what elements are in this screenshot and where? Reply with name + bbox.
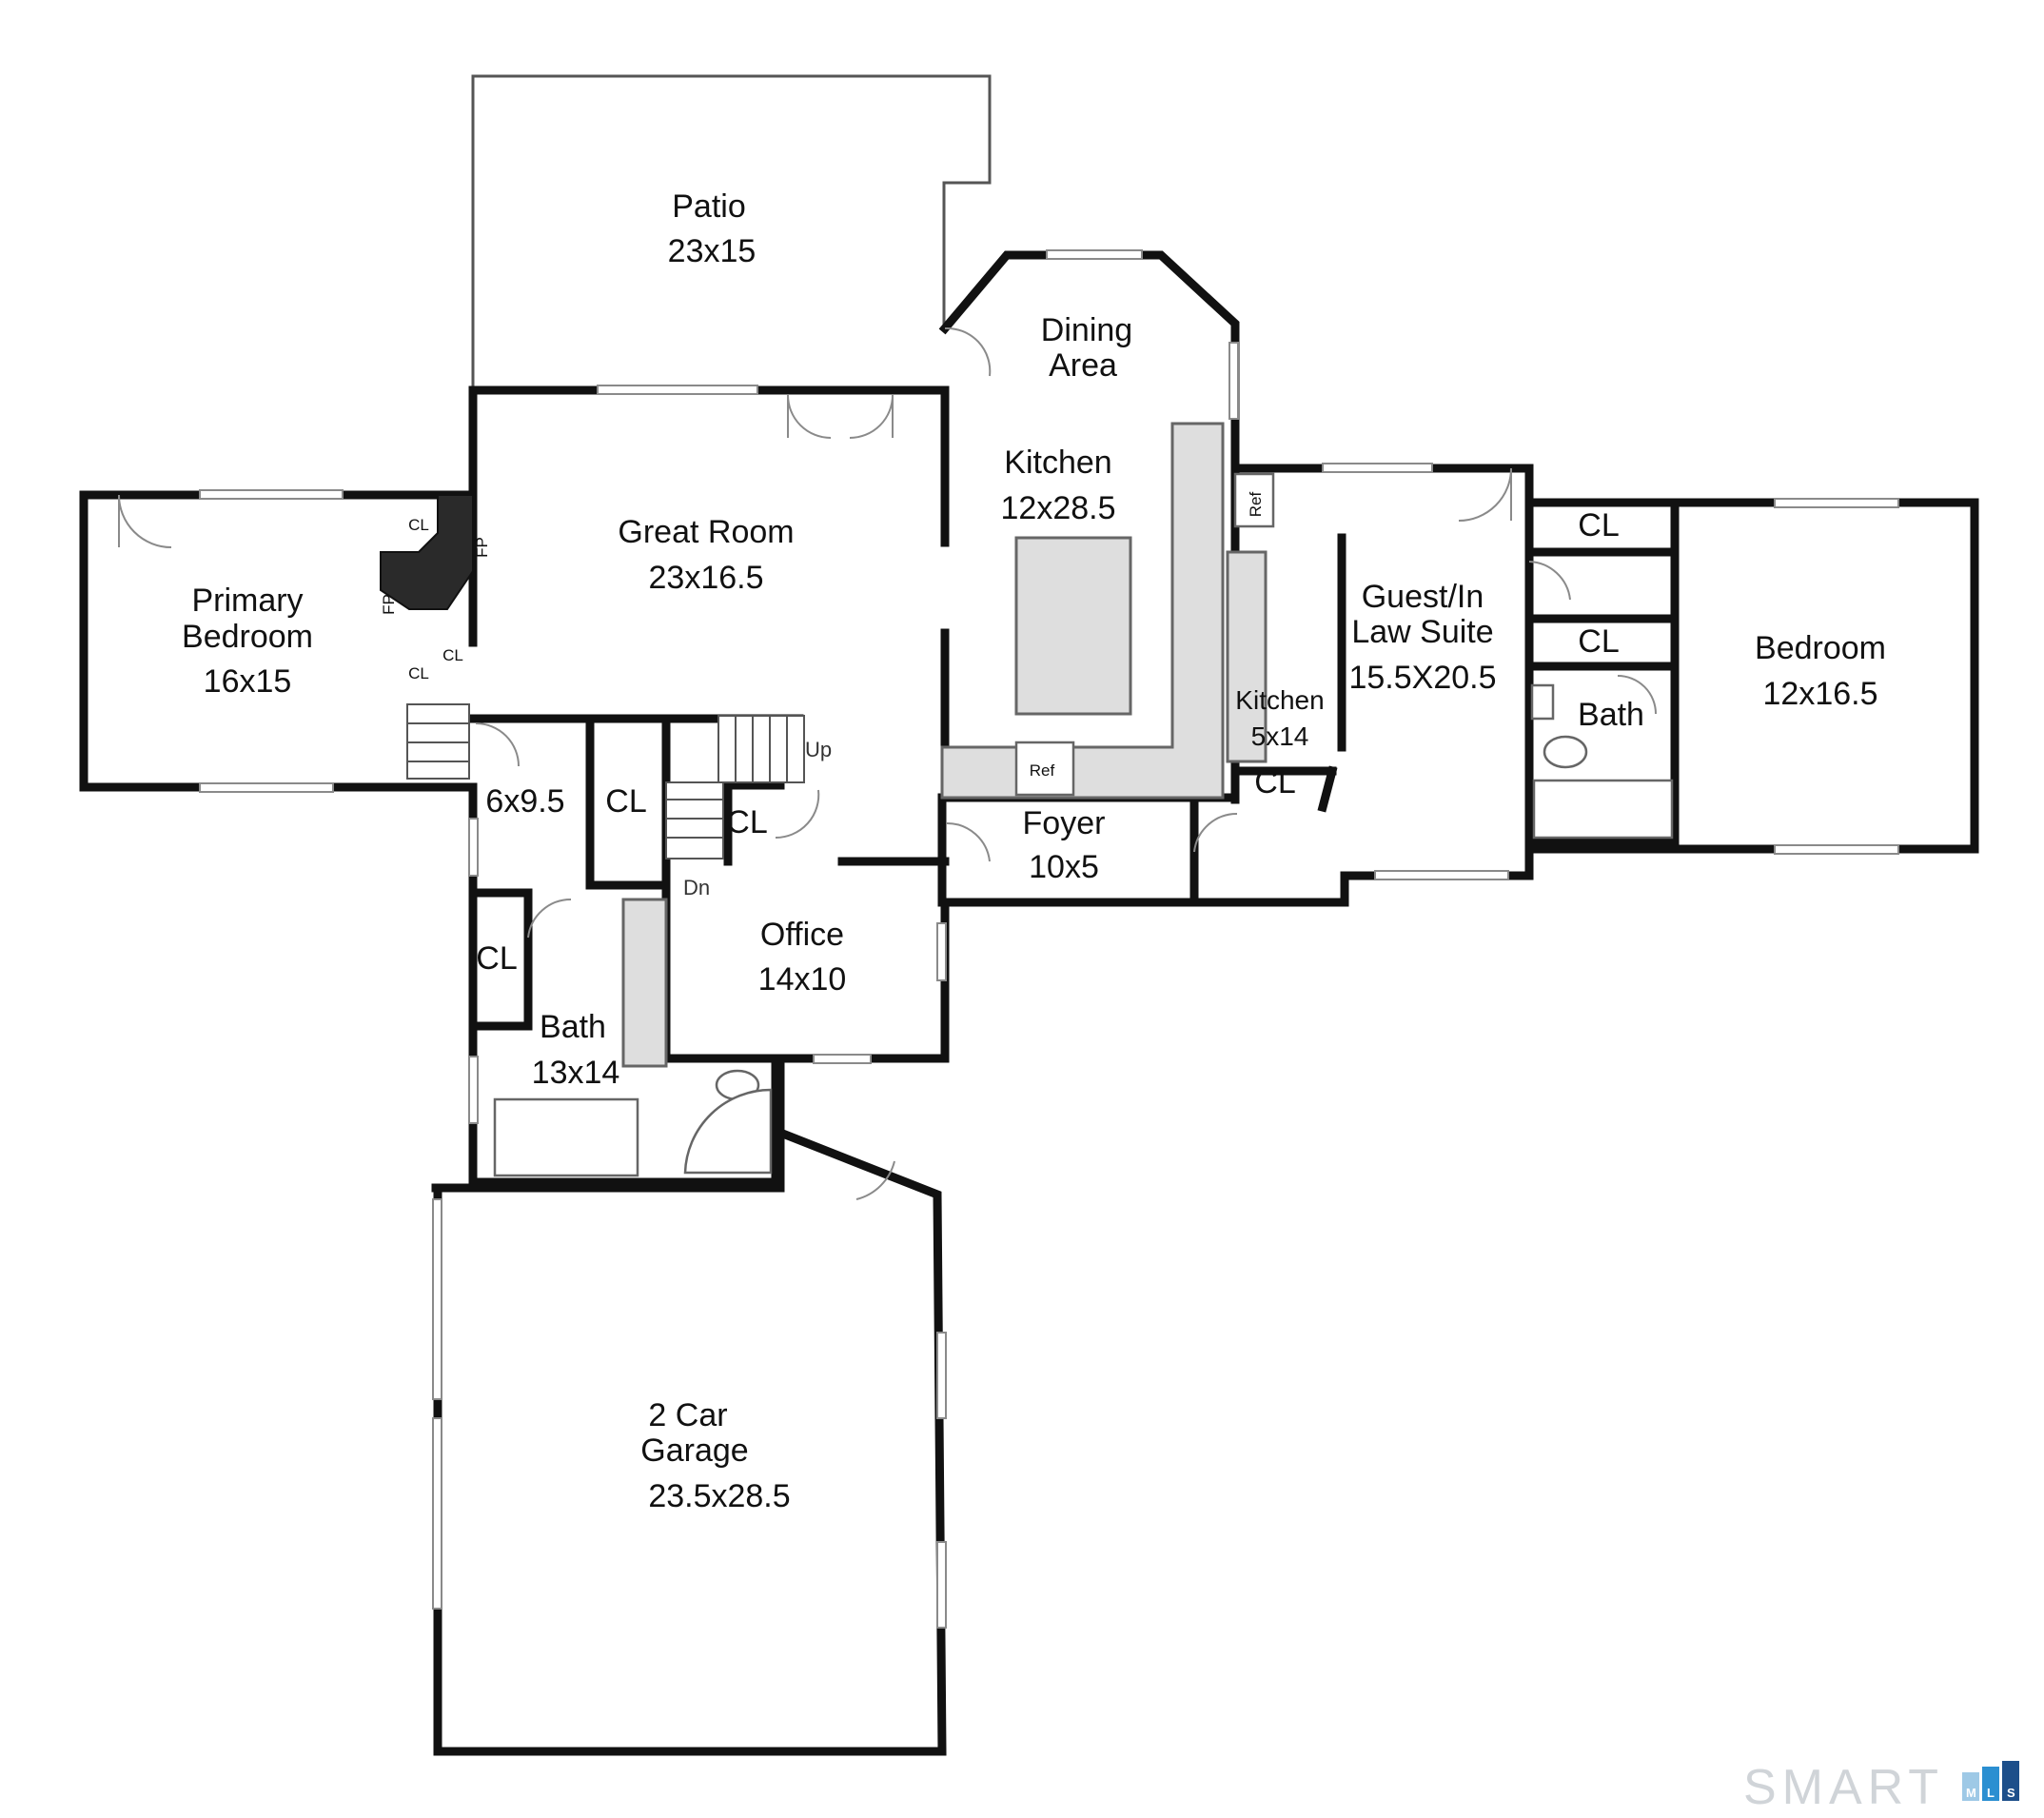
primary-bedroom-dim: 16x15: [204, 663, 292, 700]
fireplace-label: FP: [380, 594, 398, 615]
kitchenette-dim: 5x14: [1251, 721, 1309, 751]
guest-suite-dim: 15.5X20.5: [1348, 660, 1496, 696]
main-bath-name: Bath: [540, 1009, 606, 1045]
logo-block-m: [1962, 1772, 1979, 1801]
bedroom-dim: 12x16.5: [1763, 676, 1878, 712]
patio-dim: 23x15: [668, 233, 757, 269]
stairs-up-label: Up: [805, 738, 832, 761]
hall-dim: 6x9.5: [485, 783, 564, 820]
office-dim: 14x10: [758, 961, 847, 998]
guest-suite-name-1: Guest/In: [1362, 579, 1484, 615]
primary-bedroom-name-1: Primary: [191, 583, 303, 619]
dining-name-1: Dining: [1041, 312, 1132, 348]
refrigerator-icon-guest: [1233, 472, 1275, 528]
kitchen-name: Kitchen: [1004, 445, 1111, 481]
logo-block-l: [1982, 1767, 1999, 1801]
primary-bedroom-name-2: Bedroom: [182, 619, 313, 655]
logo-block-s: [2002, 1761, 2019, 1801]
foyer-dim: 10x5: [1029, 849, 1099, 885]
guest-suite-name-2: Law Suite: [1351, 614, 1493, 650]
windows: [199, 249, 1899, 1629]
closet-label: CL: [1578, 623, 1619, 660]
main-bath-dim: 13x14: [532, 1055, 620, 1091]
garage-name-1: 2 Car: [648, 1397, 727, 1433]
refrigerator-icon: [1014, 741, 1075, 797]
refrigerator-label-guest: Ref: [1247, 492, 1265, 518]
kitchen-dim: 12x28.5: [1001, 490, 1116, 526]
closet-label: CL: [442, 646, 463, 664]
garage-name-2: Garage: [640, 1433, 748, 1469]
refrigerator-label: Ref: [1030, 761, 1055, 780]
closet-labels: CL CL CL CL CL CL CL CL CL Up Dn Ref Ref…: [380, 492, 1620, 977]
logo-text: SMART: [1743, 1760, 1944, 1815]
fireplace: [380, 494, 474, 610]
bath-fixtures: [493, 683, 1674, 1177]
patio-name: Patio: [672, 188, 746, 225]
closet-label: CL: [476, 940, 517, 977]
foyer-name: Foyer: [1023, 805, 1106, 841]
closet-label: CL: [1254, 764, 1295, 800]
bedroom-name: Bedroom: [1755, 630, 1886, 666]
dining-name-2: Area: [1049, 347, 1117, 384]
logo-letter-l: L: [1987, 1786, 1995, 1800]
patio-outline: [471, 74, 992, 390]
smart-mls-logo: SMART M L S: [1743, 1760, 2019, 1815]
great-room-dim: 23x16.5: [649, 560, 764, 596]
closet-label: CL: [408, 516, 429, 534]
logo-letter-s: S: [2007, 1786, 2015, 1800]
guest-bath-name: Bath: [1578, 697, 1644, 733]
closet-label: CL: [408, 664, 429, 682]
room-labels: Patio 23x15 Dining Area Kitchen 12x28.5 …: [182, 188, 1886, 1514]
logo-letter-m: M: [1966, 1786, 1976, 1800]
office-name: Office: [760, 917, 844, 953]
closet-label: CL: [605, 783, 646, 820]
closet-label: CL: [1578, 507, 1619, 543]
kitchen-counters: [940, 422, 1275, 800]
doors: [118, 326, 1657, 1200]
great-room-name: Great Room: [618, 514, 794, 550]
stairs: [406, 703, 805, 860]
garage-dim: 23.5x28.5: [648, 1478, 790, 1514]
closet-label: CL: [726, 804, 767, 840]
fireplace-label: FP: [473, 537, 491, 558]
stairs-down-label: Dn: [683, 876, 710, 899]
kitchenette-name: Kitchen: [1235, 685, 1324, 715]
